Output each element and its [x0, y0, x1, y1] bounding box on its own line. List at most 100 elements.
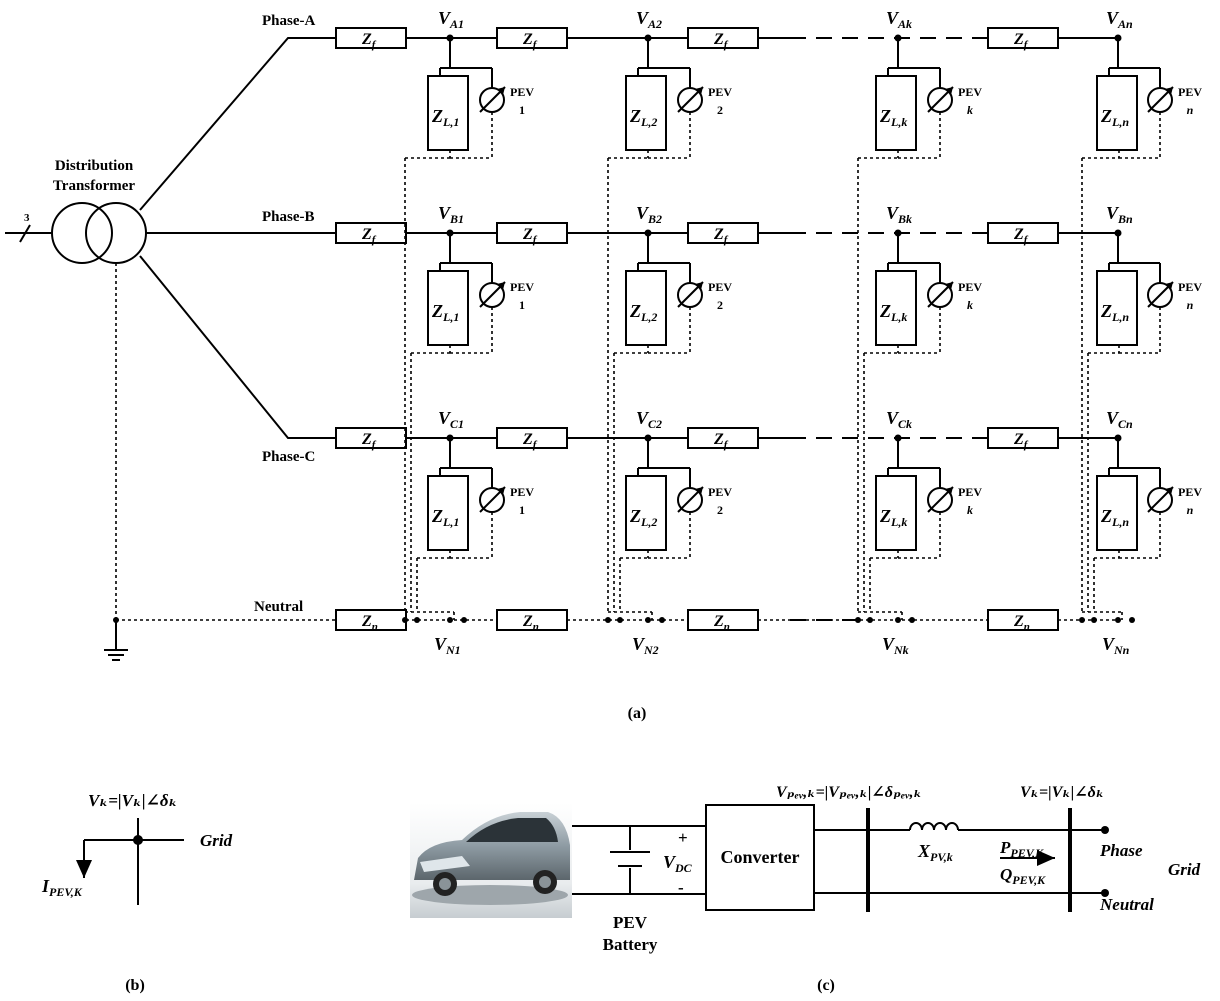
neutral-node-dot — [461, 617, 467, 623]
neutral-node-dot — [605, 617, 611, 623]
pev-label: PEV — [958, 85, 982, 99]
dc-plus: + — [678, 828, 688, 847]
neutral-node-dot — [895, 617, 901, 623]
load-impedance-box — [625, 475, 667, 551]
pev-charger-arrowhead — [1165, 282, 1173, 290]
pev-charger-arrowhead — [1165, 487, 1173, 495]
battery-label-line2: Battery — [603, 935, 658, 954]
neutral-impedance-label: Zn — [713, 613, 730, 633]
load-impedance-label: ZL,2 — [629, 106, 657, 129]
load-impedance-box — [875, 75, 917, 151]
pev-label: PEV — [1178, 85, 1202, 99]
active-power-label: PPEV,K — [999, 838, 1044, 860]
caption-c: (c) — [817, 977, 835, 994]
neutral-label: Neutral — [254, 599, 303, 615]
neutral-node-dot — [1129, 617, 1135, 623]
bus-voltage-label: VAn — [1106, 8, 1133, 31]
neutral-node-dot — [1091, 617, 1097, 623]
load-impedance-label: ZL,k — [879, 506, 907, 529]
pev-index: n — [1187, 103, 1194, 117]
pev-index: k — [967, 103, 973, 117]
neutral-voltage-label: VNk — [882, 634, 909, 657]
pev-label: PEV — [708, 85, 732, 99]
pev-charger-arrowhead — [497, 87, 505, 95]
neutral-voltage-label: VN1 — [434, 634, 461, 657]
feeder-impedance-label: Zf — [361, 431, 377, 451]
load-impedance-box — [1096, 475, 1138, 551]
feeder-impedance-label: Zf — [713, 226, 729, 246]
load-impedance-label: ZL,k — [879, 301, 907, 324]
load-impedance-label: ZL,n — [1100, 301, 1129, 324]
phase-c-label: Phase-C — [262, 449, 315, 465]
bus-voltage-label: VBk — [886, 203, 912, 226]
three-phase-count: 3 — [24, 212, 30, 224]
neutral-node-dot — [867, 617, 873, 623]
figure-b: Vₖ=|Vₖ|∠δₖ Grid IPEV,K (b) — [41, 791, 233, 994]
phase-b-label: Phase-B — [262, 209, 315, 225]
neutral-node-dot — [402, 617, 408, 623]
transformer-label-line2: Transformer — [53, 178, 136, 194]
pev-label: PEV — [958, 280, 982, 294]
pev-label: PEV — [510, 280, 534, 294]
neutral-node-dot — [645, 617, 651, 623]
pev-index: n — [1187, 503, 1194, 517]
feeder-impedance-label: Zf — [361, 31, 377, 51]
bus-voltage-label: VC2 — [636, 408, 662, 431]
feeder-impedance-label: Zf — [522, 31, 538, 51]
feeder-impedance-label: Zf — [361, 226, 377, 246]
pev-label: PEV — [510, 485, 534, 499]
grid-label-c: Grid — [1168, 860, 1201, 879]
electric-car-photo-icon — [410, 803, 572, 918]
pev-charger-arrowhead — [945, 282, 953, 290]
pev-index: 1 — [519, 298, 525, 312]
load-impedance-label: ZL,1 — [431, 106, 459, 129]
pev-index: 1 — [519, 503, 525, 517]
dc-voltage-label: VDC — [663, 852, 693, 875]
neutral-impedance-label: Zn — [361, 613, 378, 633]
bus-voltage-label: VBn — [1106, 203, 1133, 226]
feeder-impedance-label: Zf — [1013, 431, 1029, 451]
neutral-terminal — [1101, 889, 1109, 897]
pev-index: 2 — [717, 298, 723, 312]
load-impedance-label: ZL,n — [1100, 106, 1129, 129]
figure-a: 3 Distribution Transformer Phase-A Phase… — [5, 8, 1202, 722]
bus-voltage-label: VB2 — [636, 203, 662, 226]
pev-charger-arrowhead — [695, 282, 703, 290]
neutral-node-dot — [659, 617, 665, 623]
bus-voltage-label: VAk — [886, 8, 912, 31]
neutral-node-dot — [447, 617, 453, 623]
load-impedance-label: ZL,1 — [431, 506, 459, 529]
load-impedance-label: ZL,2 — [629, 301, 657, 324]
pev-label: PEV — [958, 485, 982, 499]
bus-voltage-label: VC1 — [438, 408, 464, 431]
neutral-node-dot — [617, 617, 623, 623]
figure-c: + - VDC PEV Battery Converter Vₚₑᵥ,ₖ=|Vₚ… — [410, 784, 1201, 994]
pev-label: PEV — [708, 485, 732, 499]
pev-label: PEV — [1178, 485, 1202, 499]
neutral-node-dot — [1115, 617, 1121, 623]
pev-index: 1 — [519, 103, 525, 117]
feeder-impedance-label: Zf — [522, 431, 538, 451]
bus-voltage-label: VCk — [886, 408, 912, 431]
pev-voltage-phasor: Vₚₑᵥ,ₖ=|Vₚₑᵥ,ₖ|∠δₚₑᵥ,ₖ — [776, 784, 922, 801]
pev-label: PEV — [510, 85, 534, 99]
bus-voltage-phasor: Vₖ=|Vₖ|∠δₖ — [88, 791, 178, 810]
load-impedance-box — [1096, 75, 1138, 151]
bus-voltage-label: VCn — [1106, 408, 1133, 431]
inductor-icon — [909, 822, 959, 831]
pev-charger-arrowhead — [945, 487, 953, 495]
caption-b: (b) — [125, 977, 145, 994]
converter-block — [705, 804, 815, 911]
load-impedance-box — [1096, 270, 1138, 346]
load-impedance-box — [427, 270, 469, 346]
pev-index: k — [967, 503, 973, 517]
bus-voltage-label: VA2 — [636, 8, 662, 31]
pev-charger-arrowhead — [497, 487, 505, 495]
phase-terminal — [1101, 826, 1109, 834]
pev-label: PEV — [1178, 280, 1202, 294]
load-impedance-label: ZL,n — [1100, 506, 1129, 529]
pev-charger-arrowhead — [695, 87, 703, 95]
grid-label-b: Grid — [200, 831, 233, 850]
